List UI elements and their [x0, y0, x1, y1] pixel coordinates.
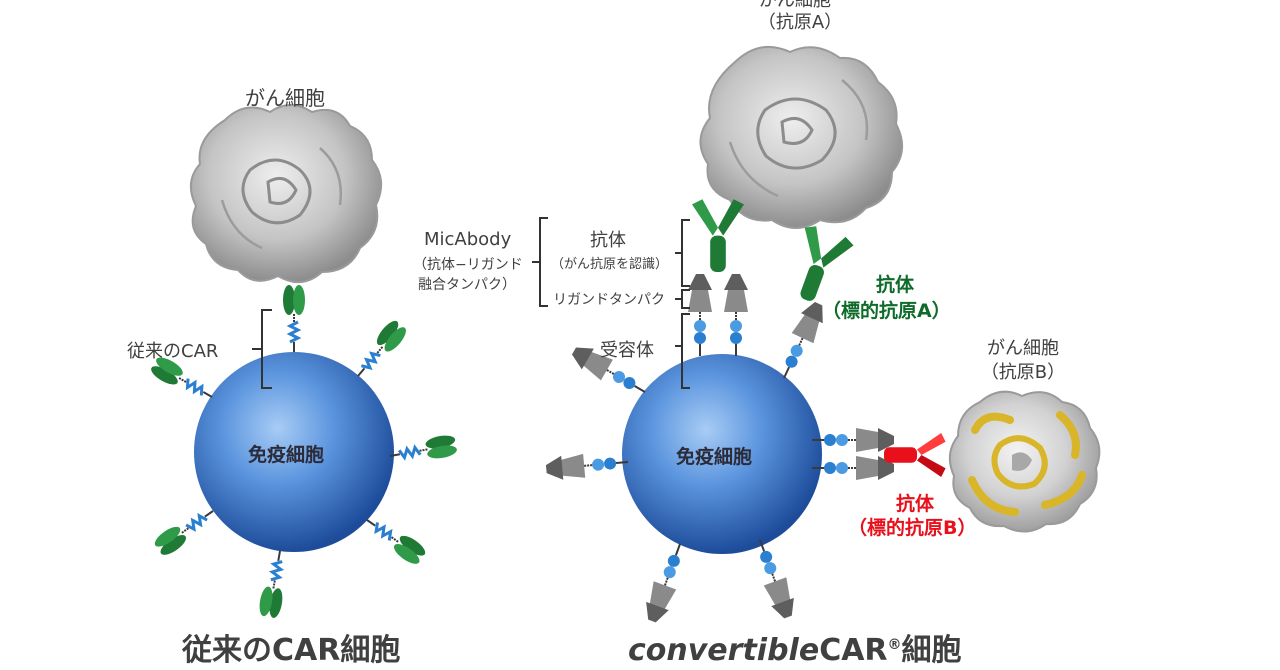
- target-a-line2: （標的抗原A）: [822, 300, 951, 322]
- ligand-label: リガンドタンパク: [553, 292, 665, 308]
- caption-car: CAR: [819, 633, 888, 668]
- bracket-icon: [532, 217, 548, 307]
- bracket-icon: [675, 313, 690, 389]
- bracket-icon: [252, 309, 272, 389]
- antigen-a-line2: （抗原A）: [757, 12, 843, 33]
- cancer-cell-label: がん細胞: [245, 86, 325, 110]
- antibody-label: 抗体: [590, 230, 626, 251]
- convertible-caption: convertibleCAR®細胞: [628, 625, 962, 669]
- target-b-line2: （標的抗原B）: [848, 517, 977, 539]
- receptor-label: 受容体: [600, 340, 654, 361]
- antigen-b-line2: （抗原B）: [980, 362, 1066, 383]
- target-a-line1: 抗体: [875, 274, 914, 296]
- antibody-sub: （がん抗原を認識）: [551, 257, 669, 272]
- caption-italic: convertible: [628, 633, 820, 668]
- registered-mark: ®: [887, 637, 902, 653]
- target-b-line1: 抗体: [895, 493, 934, 515]
- conventional-caption: 従来のCAR細胞: [182, 633, 401, 668]
- micabody-title: MicAbody: [424, 229, 512, 250]
- bracket-icon: [675, 289, 690, 309]
- caption-cell: 細胞: [901, 633, 962, 668]
- immune-cell-icon: [194, 352, 394, 552]
- antigen-a-line1: がん細胞: [759, 0, 831, 11]
- cancer-cell-icon: [948, 390, 1101, 533]
- micabody-sub1: （抗体−リガンド: [413, 257, 523, 273]
- immune-cell-label: 免疫細胞: [248, 444, 325, 466]
- cancer-cell-icon: [699, 45, 903, 229]
- bracket-icon: [675, 219, 690, 287]
- conventional-car-label: 従来のCAR: [127, 341, 219, 362]
- micabody-sub2: 融合タンパク）: [418, 277, 516, 293]
- antigen-b-line1: がん細胞: [987, 338, 1059, 359]
- immune-cell-icon: [622, 354, 822, 554]
- immune-cell-label: 免疫細胞: [676, 446, 753, 468]
- cancer-cell-icon: [189, 104, 383, 283]
